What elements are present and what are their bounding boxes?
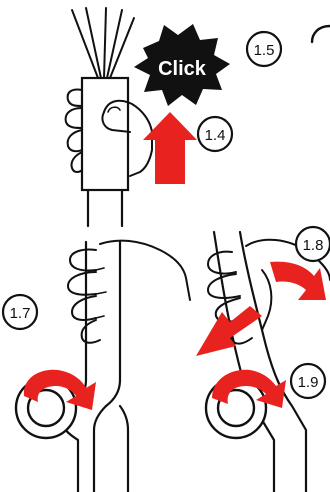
step-1-7: 1.7 <box>3 295 37 329</box>
top-panel: Click 1.5 1.4 <box>66 8 330 226</box>
step-1-4-label: 1.4 <box>205 127 226 144</box>
tube-right-outer <box>214 232 274 492</box>
bottom-right-panel: 1.8 1.9 <box>196 227 330 492</box>
click-burst: Click <box>134 24 230 106</box>
tube-lower <box>88 190 122 226</box>
step-1-8: 1.8 <box>296 227 330 261</box>
twist-arrow-icon-right <box>270 262 326 300</box>
step-1-9: 1.9 <box>291 364 325 398</box>
bottom-left-panel: 1.7 <box>3 241 190 492</box>
click-callout: Click <box>158 58 207 80</box>
step-1-9-label: 1.9 <box>298 374 319 391</box>
step-1-8-label: 1.8 <box>303 237 324 254</box>
step-1-7-label: 1.7 <box>10 305 31 322</box>
tube-inner-wall <box>106 242 120 406</box>
left-hand <box>66 89 82 172</box>
twist-arrow-icon <box>196 306 262 356</box>
step-1-5-label: 1.5 <box>254 42 275 59</box>
step-1-4: 1.4 <box>198 117 232 151</box>
step-1-5: 1.5 <box>247 32 281 66</box>
connector-housing <box>82 78 128 190</box>
step-1-6-partial <box>312 26 330 42</box>
cable-wires <box>72 8 134 78</box>
